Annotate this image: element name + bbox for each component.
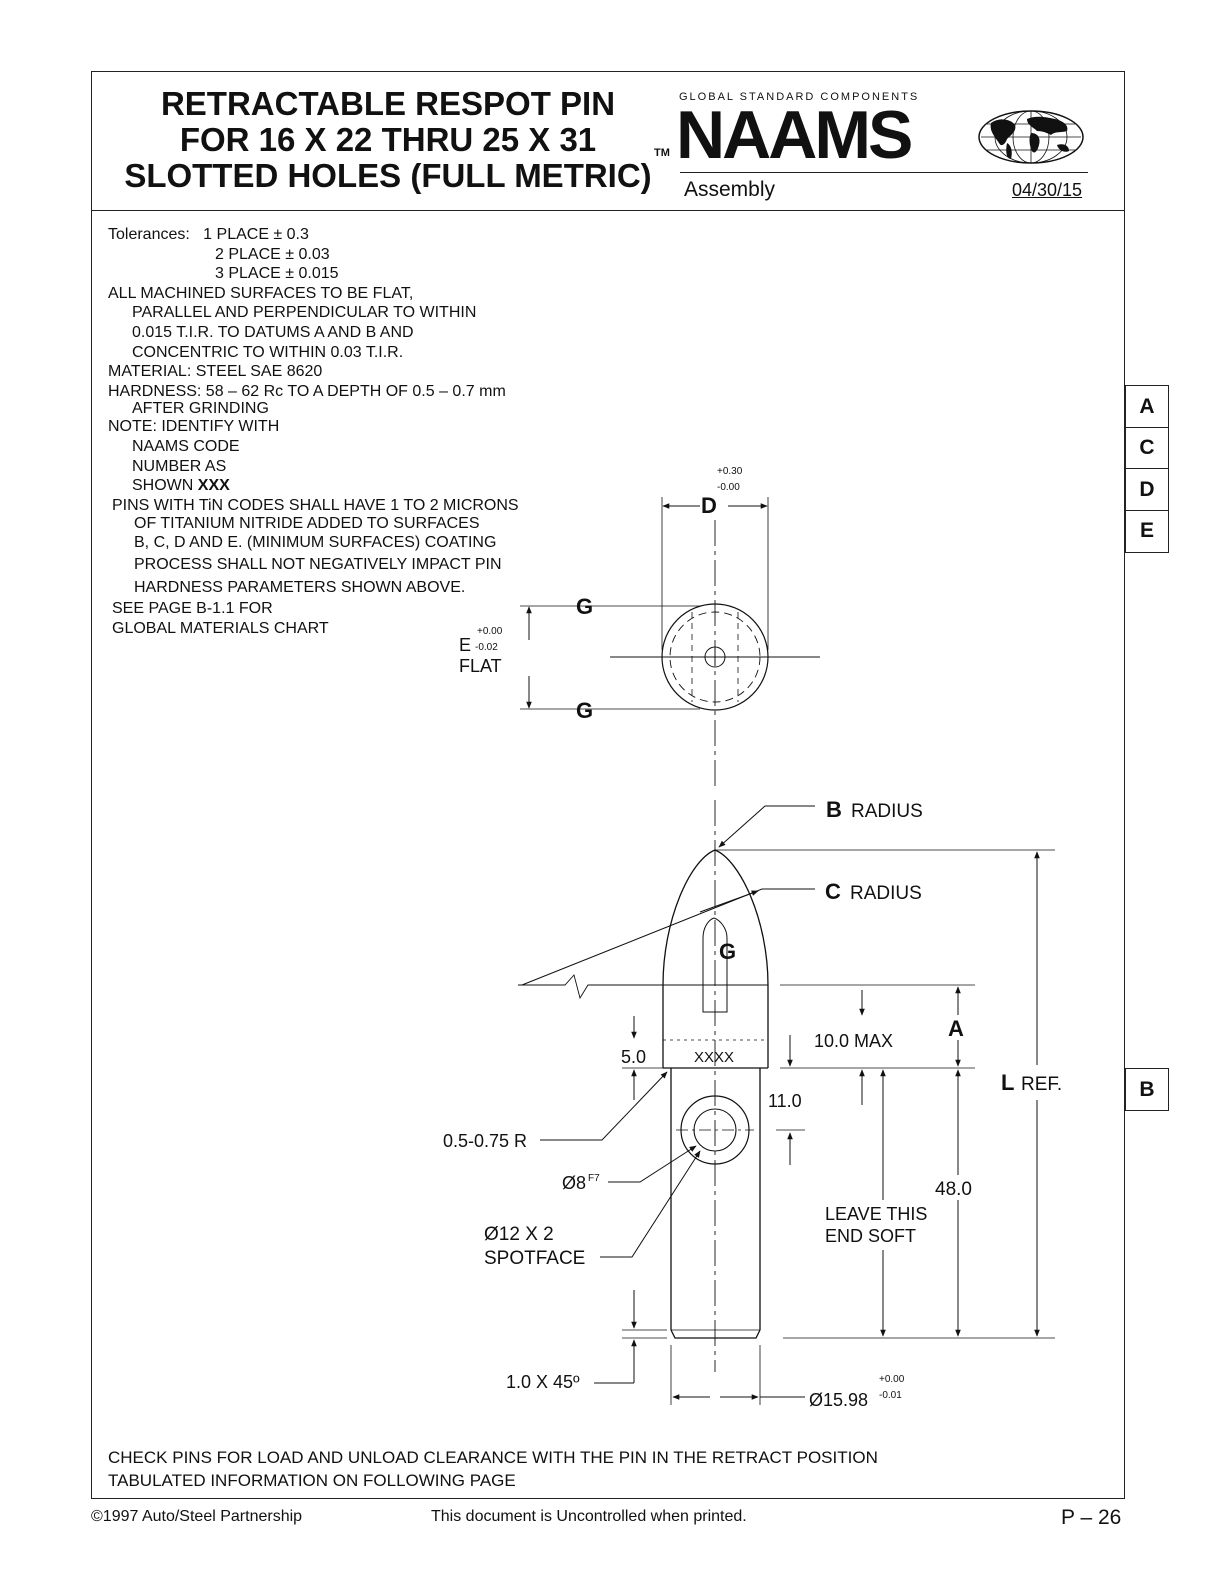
flat-label: FLAT [459,656,502,676]
assembly-label: Assembly [684,178,776,201]
od-label: Ø15.98 [809,1390,868,1410]
note-line: ALL MACHINED SURFACES TO BE FLAT, [108,284,414,302]
title-line-3: SLOTTED HOLES (FULL METRIC) [124,157,652,194]
datum-g-bottom: G [576,698,593,723]
drawing-title: RETRACTABLE RESPOT PIN FOR 16 X 22 THRU … [98,86,678,194]
tab-e[interactable]: E [1125,509,1169,553]
dim-b-label: B [826,797,842,822]
datum-g-slot: G [719,939,736,964]
e-tol-plus: +0.00 [477,626,503,637]
general-notes: Tolerances: 1 PLACE ± 0.3 2 PLACE ± 0.03… [108,225,519,639]
note-line: 0.015 T.I.R. TO DATUMS A AND B AND [132,323,414,341]
naams-logo: NAAMS [676,97,913,173]
header-divider [91,210,1125,211]
footer-notes: CHECK PINS FOR LOAD AND UNLOAD CLEARANCE… [108,1446,878,1492]
corner-radius-label: 0.5-0.75 R [443,1131,527,1151]
tolerance-2-place: 2 PLACE ± 0.03 [215,245,330,263]
title-line-2: FOR 16 X 22 THRU 25 X 31 [179,121,597,158]
note-line: HARDNESS PARAMETERS SHOWN ABOVE. [134,579,466,597]
shown-code: XXX [197,477,230,495]
tolerance-line-1: Tolerances: 1 PLACE ± 0.3 [108,225,519,245]
code-marking: XXXX [694,1049,734,1066]
spotface-dia-label: Ø12 X 2 [484,1224,554,1245]
title-line-1: RETRACTABLE RESPOT PIN [160,85,616,122]
drawing-frame [91,71,1125,1499]
note-line: PROCESS SHALL NOT NEGATIVELY IMPACT PIN [134,556,502,574]
tolerance-3-place: 3 PLACE ± 0.015 [215,265,339,283]
section-tabs-b: B [1125,1068,1169,1111]
note-line: NAAMS CODE [132,437,240,455]
tolerance-label: Tolerances: [108,226,190,243]
note-line: AFTER GRINDING [132,400,269,418]
ten-max-label: 10.0 MAX [814,1031,893,1051]
note-line: GLOBAL MATERIALS CHART [112,619,329,637]
dim-a-label: A [948,1016,964,1041]
dim-c-label: C [825,879,841,904]
tab-a[interactable]: A [1125,385,1169,428]
page-number: P – 26 [1061,1506,1122,1529]
leave-soft-line-2: END SOFT [825,1226,916,1246]
forty-eight-label: 48.0 [935,1179,972,1200]
section-tabs: A C D E [1125,385,1169,553]
globe-icon [978,110,1084,164]
e-tol-minus: -0.02 [475,642,498,653]
od-tol-plus: +0.00 [879,1374,905,1385]
revision-date: 04/30/15 [1012,180,1083,200]
c-radius-label: RADIUS [850,883,922,904]
eleven-label: 11.0 [768,1091,802,1111]
datum-g-top: G [576,594,593,619]
chamfer-label: 1.0 X 45º [506,1372,580,1392]
hardness-note: HARDNESS: 58 – 62 Rc TO A DEPTH OF 0.5 –… [108,382,506,400]
material-note: MATERIAL: STEEL SAE 8620 [108,363,323,381]
shown-label: SHOWN [132,477,198,495]
note-line: OF TITANIUM NITRIDE ADDED TO SURFACES [134,515,480,533]
ref-label: REF. [1021,1074,1062,1095]
dim-d-label: D [701,493,717,518]
tolerance-1-place: 1 PLACE ± 0.3 [203,226,309,243]
five-label: 5.0 [621,1047,646,1067]
spotface-label: SPOTFACE [484,1248,585,1269]
d-tol-plus: +0.30 [717,466,743,477]
clearance-note: CHECK PINS FOR LOAD AND UNLOAD CLEARANCE… [108,1448,878,1467]
b-radius-label: RADIUS [851,801,923,822]
side-view [518,800,1055,1405]
note-line: SHOWN XXX [108,476,519,496]
tab-c[interactable]: C [1125,426,1169,470]
uncontrolled-notice: This document is Uncontrolled when print… [431,1508,747,1525]
dim-l-label: L [1001,1070,1014,1095]
materials-reference: SEE PAGE B-1.1 FOR [112,600,273,618]
global-standard-label: GLOBAL STANDARD COMPONENTS [679,91,920,103]
copyright: ©1997 Auto/Steel Partnership [91,1508,303,1525]
identify-note: NOTE: IDENTIFY WITH [108,418,280,436]
leave-soft-line-1: LEAVE THIS [825,1204,927,1224]
od-tol-minus: -0.01 [879,1390,902,1401]
tabulated-note: TABULATED INFORMATION ON FOLLOWING PAGE [108,1471,516,1490]
dim-e-label: E [459,635,471,655]
hole-fit-label: F7 [588,1173,600,1184]
tin-note: PINS WITH TiN CODES SHALL HAVE 1 TO 2 MI… [112,496,519,514]
hole-dia-label: Ø8 [562,1173,586,1193]
brand-rule [680,172,1088,173]
trademark-mark: TM [654,147,670,159]
note-line: NUMBER AS [132,457,227,475]
top-view [520,497,820,790]
note-line: CONCENTRIC TO WITHIN 0.03 T.I.R. [132,343,404,361]
d-tol-minus: -0.00 [717,482,740,493]
note-line: B, C, D AND E. (MINIMUM SURFACES) COATIN… [134,534,497,552]
note-line: PARALLEL AND PERPENDICULAR TO WITHIN [132,304,477,322]
tab-b[interactable]: B [1125,1068,1169,1111]
